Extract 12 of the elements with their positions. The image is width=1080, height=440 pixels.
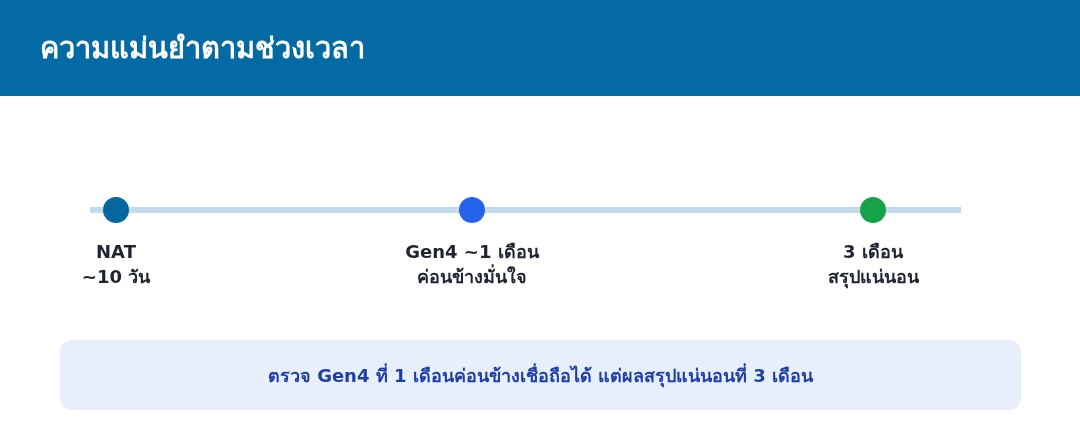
milestone-label: ค่อนข้างมั่นใจ (417, 264, 527, 289)
title: ความแม่นยำตามช่วงเวลา (40, 30, 365, 67)
note-panel (60, 340, 1021, 410)
milestone-label: 3 เดือน (843, 240, 903, 264)
milestone-label: ~10 วัน (81, 265, 151, 289)
timeline-dot (103, 197, 129, 223)
milestone-label: Gen4 ~1 เดือน (405, 240, 539, 264)
milestone-label: NAT (96, 240, 136, 264)
note-text: ตรวจ Gen4 ที่ 1 เดือนค่อนข้างเชื่อถือได้ แต่ผลสรุปแน่นอนที่ 3 เดือน (267, 362, 814, 390)
timeline-dot (860, 197, 886, 223)
milestone-label: สรุปแน่นอน (827, 265, 919, 289)
timeline-dot (459, 197, 485, 223)
